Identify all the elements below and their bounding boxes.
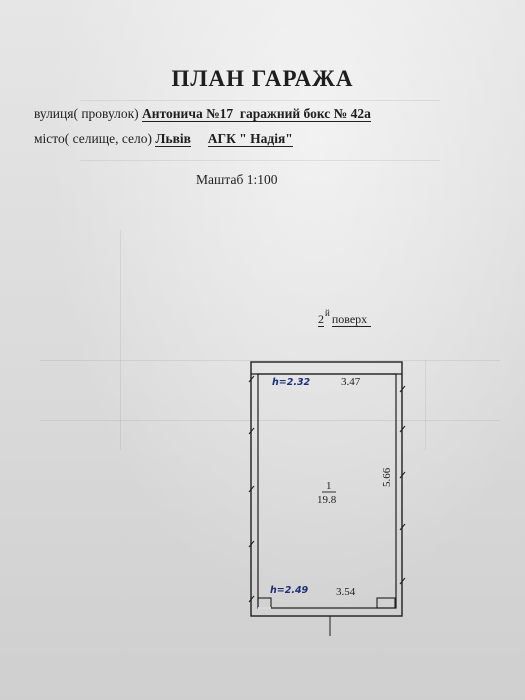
bleed-line <box>425 360 426 450</box>
address-city-row: місто( селище, село) Львів АГК " Надія" <box>34 131 293 147</box>
floor-word: поверх <box>331 312 372 327</box>
bleed-line <box>80 100 440 101</box>
room-area: 19.8 <box>317 494 337 506</box>
city-value: Львів <box>155 131 191 147</box>
scale-label: Маштаб 1:100 <box>196 172 278 187</box>
box-label: гаражний бокс № <box>239 106 348 121</box>
garage-floor-plan <box>248 361 406 636</box>
street-value: Антонича №17 гаражний бокс № 42а <box>142 106 371 122</box>
corner-pillar-right <box>376 597 396 609</box>
corner-pillar-left <box>257 597 272 609</box>
bleed-line <box>80 160 440 161</box>
page-title: ПЛАН ГАРАЖА <box>171 66 354 91</box>
box-value: 42а <box>350 106 371 121</box>
room-number: 1 <box>326 480 332 492</box>
right-wall-hatches <box>399 385 406 585</box>
bleed-line <box>120 230 121 450</box>
ceiling-height-bottom: h=2.49 <box>270 585 309 596</box>
left-wall-hatches <box>248 375 255 603</box>
street-label: вулиця( провулок) <box>34 106 139 121</box>
floor-suffix: й <box>325 308 330 318</box>
top-width-dimension: 3.47 <box>341 376 361 388</box>
floor-number: 2 <box>318 312 324 327</box>
ceiling-height-top: h=2.32 <box>272 377 311 388</box>
coop-value: АГК " Надія" <box>207 131 293 147</box>
address-street-row: вулиця( провулок) Антонича №17 гаражний … <box>34 106 371 122</box>
city-label: місто( селище, село) <box>34 131 153 146</box>
bottom-width-dimension: 3.54 <box>336 586 356 598</box>
side-length-dimension: 5.66 <box>381 467 393 487</box>
